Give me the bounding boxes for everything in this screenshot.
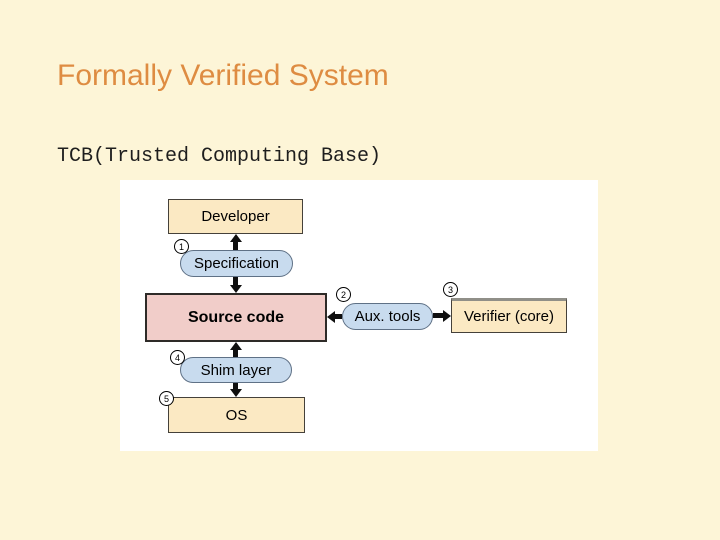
node-developer: Developer [168,199,303,234]
arrow-shaft [233,277,238,285]
badge-3: 3 [443,282,458,297]
node-shim-layer-label: Shim layer [200,361,272,379]
arrow-shaft [233,350,238,357]
node-aux-tools-label: Aux. tools [354,308,421,325]
node-os: OS [168,397,305,433]
arrow-shaft [233,242,238,250]
arrow-specification-to-source-icon [229,277,242,293]
node-developer-label: Developer [201,208,270,225]
node-specification-label: Specification [193,255,280,272]
slide-subtitle: TCB(Trusted Computing Base) [57,145,382,168]
node-specification: Specification [180,250,293,277]
arrow-shaft [233,383,238,389]
arrowhead-down-icon [229,389,242,397]
arrowhead-down-icon [229,285,242,293]
arrow-specification-to-developer-icon [229,234,242,250]
arrow-shim-to-os-icon [229,383,242,397]
badge-4: 4 [170,350,185,365]
arrowhead-up-icon [229,342,242,350]
arrow-shaft [433,313,443,318]
slide-title: Formally Verified System [57,59,389,92]
node-aux-tools: Aux. tools [342,303,433,330]
arrow-shim-to-source-icon [229,342,242,357]
arrowhead-left-icon [327,310,335,323]
diagram-panel: Developer Specification Source code Aux.… [120,180,598,451]
node-verifier-core-label: Verifier (core) [463,308,555,325]
badge-1: 1 [174,239,189,254]
node-shim-layer: Shim layer [180,357,292,383]
badge-2: 2 [336,287,351,302]
node-verifier-core: Verifier (core) [451,298,567,333]
arrow-shaft [335,314,342,319]
node-source-code-label: Source code [187,308,285,326]
arrow-aux-to-source-icon [327,310,342,323]
node-source-code: Source code [145,293,327,342]
badge-5: 5 [159,391,174,406]
arrowhead-up-icon [229,234,242,242]
node-os-label: OS [225,406,248,424]
arrowhead-right-icon [443,309,451,322]
arrow-aux-to-verifier-icon [433,309,451,322]
